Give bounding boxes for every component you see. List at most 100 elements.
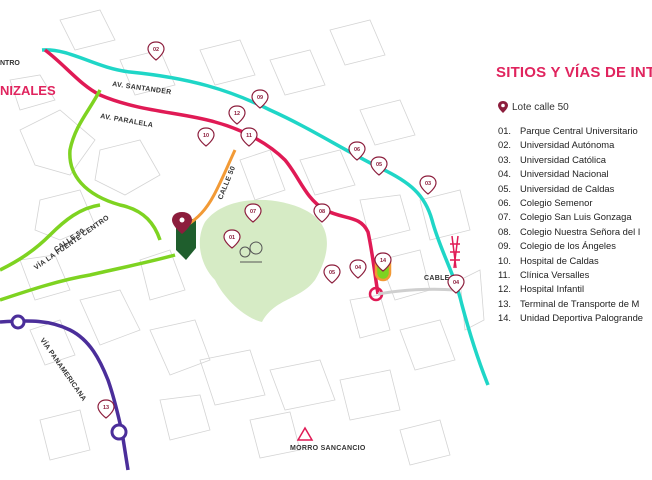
- route-green: [0, 89, 176, 302]
- site-marker: 05: [370, 156, 388, 176]
- legend-title: SITIOS Y VÍAS DE INT: [496, 64, 652, 81]
- site-marker: 04: [349, 259, 367, 279]
- site-marker: 05: [323, 264, 341, 284]
- site-list-item: 02.Universidad Autónoma: [498, 138, 643, 152]
- route-purple: [0, 319, 130, 471]
- park-trees-icon: [239, 241, 263, 263]
- site-number: 03.: [498, 153, 512, 165]
- site-marker: 01: [223, 229, 241, 249]
- site-name: Unidad Deportiva Palogrande: [520, 312, 643, 324]
- site-marker: 07: [244, 203, 262, 223]
- site-list-item: 09. Colegio de los Ángeles: [498, 239, 643, 253]
- site-marker-label: 13: [103, 405, 109, 411]
- map-pin-icon: [498, 101, 508, 113]
- site-number: 14.: [498, 312, 512, 324]
- site-marker: 04: [447, 274, 465, 294]
- site-name: Universidad Nacional: [520, 168, 609, 180]
- site-list-item: 11. Clínica Versalles: [498, 268, 643, 282]
- site-name: Clínica Versalles: [520, 268, 590, 280]
- site-marker-label: 04: [453, 280, 460, 286]
- cable-tower-icon: [450, 235, 460, 269]
- legend-marker-row: Lote calle 50: [498, 101, 569, 113]
- site-marker: 13: [97, 399, 115, 419]
- site-marker-label: 12: [234, 111, 240, 117]
- site-name: Universidad de Caldas: [520, 182, 615, 194]
- site-marker-label: 11: [246, 133, 252, 139]
- cable-line: [377, 287, 456, 296]
- morro-mountain-icon: [296, 426, 314, 441]
- site-number: 07.: [498, 211, 512, 223]
- site-marker-label: 06: [354, 147, 360, 153]
- site-marker-label: 10: [203, 133, 209, 139]
- purple-node-1: [10, 314, 26, 330]
- site-list-item: 03. Universidad Católica: [498, 153, 643, 167]
- sites-list: 01. Parque Central Universitario 02.Univer…: [498, 124, 643, 325]
- site-number: 01.: [498, 125, 512, 136]
- site-name: Colegio de los Ángeles: [520, 240, 616, 252]
- site-number: 10.: [498, 254, 512, 266]
- site-name: Hospital de Caldas: [520, 254, 599, 266]
- site-list-item: 07. Colegio San Luis Gonzaga: [498, 210, 643, 224]
- site-name: Colegio Semenor: [520, 196, 593, 208]
- site-marker-label: 14: [380, 258, 387, 264]
- site-marker: 12: [228, 105, 246, 125]
- city-label: NIZALES: [0, 83, 56, 98]
- legend-marker-label: Lote calle 50: [512, 101, 569, 113]
- site-name: Terminal de Transporte de M: [520, 297, 640, 309]
- site-marker: 10: [197, 127, 215, 147]
- site-marker-label: 04: [355, 265, 362, 271]
- site-list-item: 06. Colegio Semenor: [498, 196, 643, 210]
- site-marker: 02: [147, 41, 165, 61]
- site-name: Hospital Infantil: [520, 283, 585, 295]
- street-grid: [9, 9, 485, 466]
- site-marker: 03: [419, 175, 437, 195]
- lote-calle-50-marker: [172, 212, 192, 234]
- site-number: 13.: [498, 297, 512, 309]
- purple-node-2: [110, 423, 128, 441]
- site-list-item: 08. Colegio Nuestra Señora del I: [498, 225, 643, 239]
- route-red: [43, 48, 380, 295]
- site-marker-label: 01: [229, 235, 235, 241]
- site-marker-label: 09: [257, 95, 263, 101]
- site-marker-label: 07: [250, 209, 256, 215]
- site-number: 08.: [498, 225, 512, 237]
- map-edge-label: NTRO: [0, 60, 20, 67]
- label-av-paralela: AV. PARALELA: [100, 113, 154, 129]
- site-marker-label: 08: [319, 209, 325, 215]
- parque-central-area: [199, 199, 327, 322]
- site-list-item: 12. Hospital Infantil: [498, 282, 643, 296]
- site-marker: 11: [240, 127, 258, 147]
- site-number: 04.: [498, 168, 512, 180]
- site-number: 12.: [498, 283, 512, 295]
- site-list-item: 14. Unidad Deportiva Palogrande: [498, 311, 643, 325]
- site-marker-label: 02: [153, 47, 159, 53]
- label-av-santander: AV. SANTANDER: [112, 81, 172, 96]
- label-morro: MORRO SANCANCIO: [290, 445, 366, 452]
- site-name: Parque Central Universitario: [520, 125, 638, 136]
- site-marker-label: 05: [376, 162, 382, 168]
- site-marker: 06: [348, 141, 366, 161]
- site-number: 06.: [498, 196, 512, 208]
- site-markers: 02 09 12 10 11 06 05 03 07 08 01 05 04 14 04 13: [97, 41, 465, 419]
- site-number: 05.: [498, 182, 512, 194]
- site-name: Colegio San Luis Gonzaga: [520, 211, 632, 223]
- label-panamericana: VÍA PANAMERICANA: [38, 336, 89, 403]
- route-orange: [185, 149, 237, 228]
- site-list-item: 13. Terminal de Transporte de M: [498, 297, 643, 311]
- site-marker: 14: [374, 252, 392, 272]
- site-number: 09.: [498, 240, 512, 252]
- site-name: Universidad Católica: [520, 153, 606, 165]
- site-name: Colegio Nuestra Señora del I: [520, 225, 641, 237]
- site-marker: 09: [251, 89, 269, 109]
- site-number: 11.: [498, 268, 511, 280]
- site-list-item: 01. Parque Central Universitario: [498, 124, 643, 138]
- site-marker: 08: [313, 203, 331, 223]
- legend-panel: SITIOS Y VÍAS DE INT Lote calle 50 01. Pa…: [484, 60, 652, 360]
- site-marker-label: 03: [425, 181, 431, 187]
- site-marker-label: 05: [329, 270, 335, 276]
- site-name: Universidad Autónoma: [520, 139, 615, 151]
- site-list-item: 10. Hospital de Caldas: [498, 254, 643, 268]
- route-teal: [41, 48, 490, 386]
- site-list-item: 04. Universidad Nacional: [498, 167, 643, 181]
